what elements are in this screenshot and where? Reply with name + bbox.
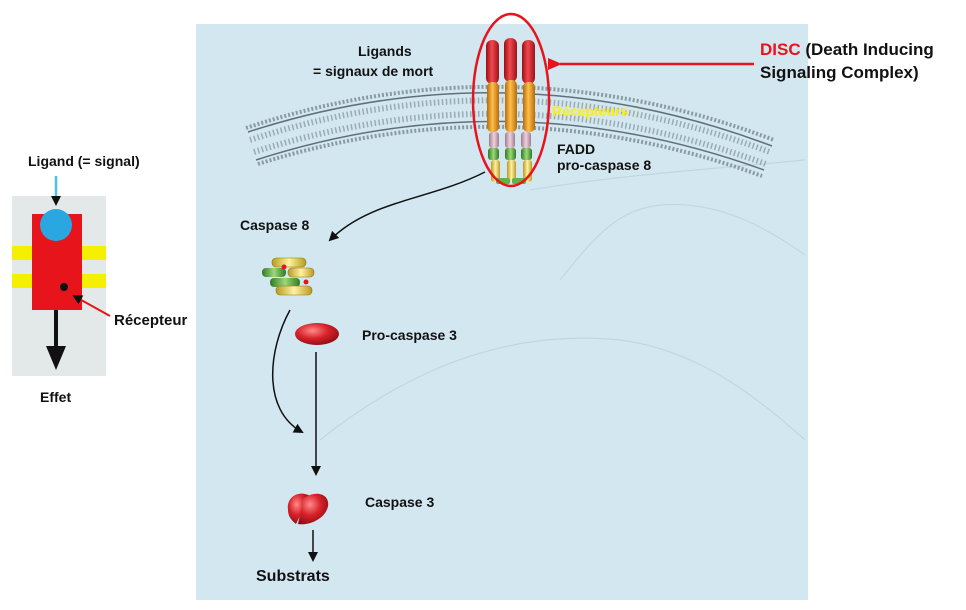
activation-arrow-caspase8 [328, 171, 486, 242]
fadd-label: FADD [557, 141, 596, 157]
ligand-signal-label: Ligand (= signal) [28, 153, 140, 169]
effect-label: Effet [40, 389, 72, 405]
receptors-label: Récepteurs [552, 103, 629, 119]
caspase8-to-substrates-arrow [271, 309, 304, 433]
disc-title: DISC (Death Inducing Signaling Complex) [760, 38, 934, 84]
disc-acronym: DISC [760, 40, 801, 59]
caspase3-blob [287, 493, 329, 525]
pro-caspase3-blob [295, 323, 339, 345]
disc-highlight-ellipse [471, 12, 551, 188]
pro-caspase3-label: Pro-caspase 3 [362, 327, 457, 343]
substrates-label: Substrats [256, 568, 330, 585]
receptor-schematic-label: Récepteur [114, 312, 188, 329]
receptor-schematic [12, 176, 111, 370]
caspase8-complex [262, 257, 315, 296]
ligands-label: Ligands [358, 43, 412, 59]
disc-expansion-line2: Signaling Complex) [760, 63, 919, 82]
death-receptor-trimer [486, 38, 535, 184]
pro-caspase8-label: pro-caspase 8 [557, 157, 652, 173]
caspase3-label: Caspase 3 [365, 494, 435, 510]
cell-contour-lines [319, 159, 806, 441]
caspase8-label: Caspase 8 [240, 217, 310, 233]
death-signals-label: = signaux de mort [313, 63, 434, 79]
disc-expansion-line1: (Death Inducing [800, 40, 934, 59]
